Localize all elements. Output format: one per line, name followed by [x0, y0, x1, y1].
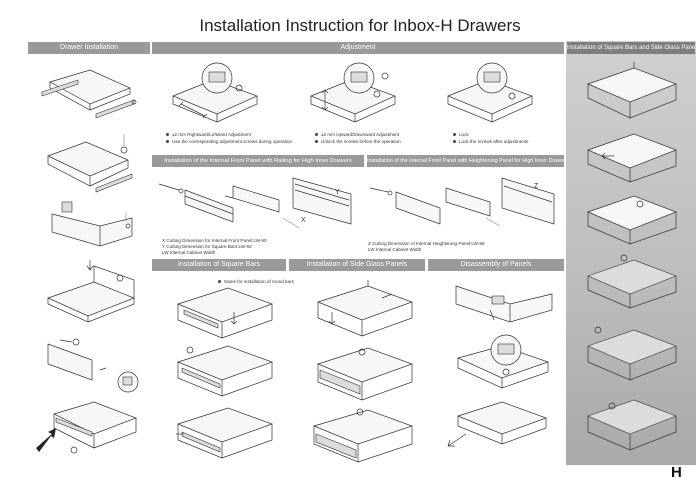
side-panel-step-5-illustration [587, 326, 677, 381]
railing-note-x: X Cutting Dimension for Internal Front P… [162, 238, 267, 243]
drawer-install-step-1-illustration [41, 69, 137, 119]
square-bars-step-2-illustration [176, 345, 274, 397]
drawer-install-step-4-illustration [47, 260, 135, 323]
side-panel-background [566, 41, 696, 465]
railing-front-panel-illustration: Y X [158, 177, 352, 229]
square-bars-note: Same for installation of round bars [218, 279, 294, 285]
adjustment-note-1b: Use the corresponding adjustment screws … [166, 139, 292, 145]
section-header-square-bars-side-glass: Installation of Square Bars and Side Gla… [567, 42, 695, 54]
heightening-note-z: Z Cutting Dimension of Internal Heighten… [368, 241, 485, 246]
heightening-note-lw: LW Internal Cabinet Width [368, 247, 422, 252]
drawer-install-step-3-illustration [51, 201, 133, 247]
side-panel-step-2-illustration [587, 133, 677, 183]
railing-note-y: Y Cutting Dimension for Square Bars:LW-9… [162, 244, 252, 249]
adjustment-lock-illustration [447, 62, 533, 123]
series-letter: H [671, 464, 682, 481]
adjustment-left-right-illustration [172, 62, 258, 123]
section-header-internal-front-heightening: Installation of the internal Front Panel… [367, 155, 564, 167]
railing-note-lw: LW Internal Cabinet Width [162, 250, 216, 255]
square-bars-step-1-illustration [176, 287, 274, 339]
side-panel-step-4-illustration [587, 254, 677, 309]
page-title: Installation Instruction for Inbox-H Dra… [199, 16, 521, 35]
disassembly-step-3-illustration [447, 401, 548, 447]
drawer-install-step-2-illustration [47, 134, 133, 193]
side-panel-step-1-illustration [587, 62, 677, 119]
section-header-side-glass: Installation of Side Glass Panels [289, 259, 425, 271]
side-glass-step-2-illustration [316, 347, 414, 401]
side-glass-step-1-illustration [316, 280, 414, 337]
section-header-adjustment: Adjustment [152, 42, 564, 54]
adjustment-note-3b: Lock the screws after adjustments [453, 139, 528, 145]
section-header-square-bars: Installation of Square Bars [152, 259, 286, 271]
drawer-install-step-5-illustration [47, 338, 139, 393]
side-panel-step-3-illustration [587, 195, 677, 245]
heightening-front-panel-illustration: Z [369, 177, 555, 227]
section-header-drawer-installation: Drawer Installation [28, 42, 150, 54]
square-bars-step-3-illustration [176, 407, 274, 459]
side-glass-step-3-illustration [312, 408, 414, 463]
drawer-install-step-6-illustration [36, 401, 137, 454]
section-header-internal-front-railing: Installation of the Internal Front Panel… [152, 155, 364, 167]
label-x: X [301, 217, 306, 224]
adjustment-note-3a: Lock [453, 132, 469, 138]
side-panel-step-6-illustration [587, 399, 677, 451]
adjustment-note-1a: ±2 mm Rightward/Leftward Adjustment [166, 132, 251, 138]
adjustment-up-down-illustration [310, 62, 396, 123]
adjustment-note-2b: Unlock the screws before the operation [315, 139, 401, 145]
disassembly-step-2-illustration [456, 334, 550, 389]
section-header-disassembly: Disassembly of Panels [428, 259, 564, 271]
label-z: Z [534, 183, 539, 190]
label-y: Y [335, 189, 340, 196]
disassembly-step-1-illustration [455, 285, 553, 323]
adjustment-note-2a: ±2 mm Upward/Downward Adjustment [315, 132, 399, 138]
